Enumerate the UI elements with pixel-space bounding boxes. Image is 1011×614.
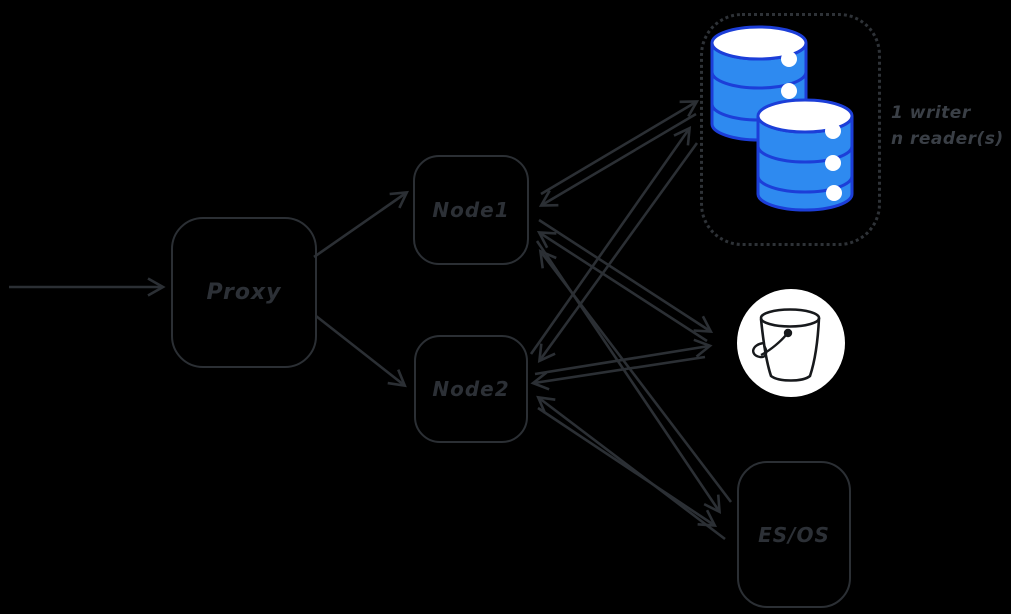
arrow-node1-to-bucket (538, 218, 714, 333)
arrow-db-to-node1 (538, 112, 697, 207)
proxy-label: Proxy (206, 280, 282, 305)
db-cluster-caption: 1 writer n reader(s) (891, 100, 1004, 152)
node1-node: Node1 (413, 155, 529, 265)
arrow-esos-to-node2 (536, 395, 726, 541)
arrow-node1-to-esos (535, 240, 722, 515)
node2-label: Node2 (432, 377, 510, 401)
arrow-node2-to-bucket (534, 338, 713, 376)
esos-node: ES/OS (737, 461, 851, 608)
node1-label: Node1 (432, 198, 510, 222)
arrow-esos-to-node1 (538, 249, 733, 503)
db-cluster-container (700, 13, 881, 246)
db-caption-line1: 1 writer (891, 103, 971, 123)
arrow-bucket-to-node2 (530, 355, 706, 391)
arrow-node1-to-db (540, 100, 700, 196)
proxy-node: Proxy (171, 217, 317, 368)
arrow-db-to-node2 (537, 142, 699, 363)
arrow-node2-to-esos (537, 406, 718, 528)
arrow-proxy-to-node1 (313, 190, 409, 259)
db-caption-line2: n reader(s) (891, 129, 1004, 149)
arrow-bucket-to-node1 (536, 231, 708, 343)
esos-label: ES/OS (758, 522, 830, 547)
arrow-node2-to-db (529, 126, 692, 355)
bucket-icon (737, 289, 845, 397)
arrow-proxy-to-node2 (315, 314, 407, 388)
node2-node: Node2 (414, 335, 528, 443)
